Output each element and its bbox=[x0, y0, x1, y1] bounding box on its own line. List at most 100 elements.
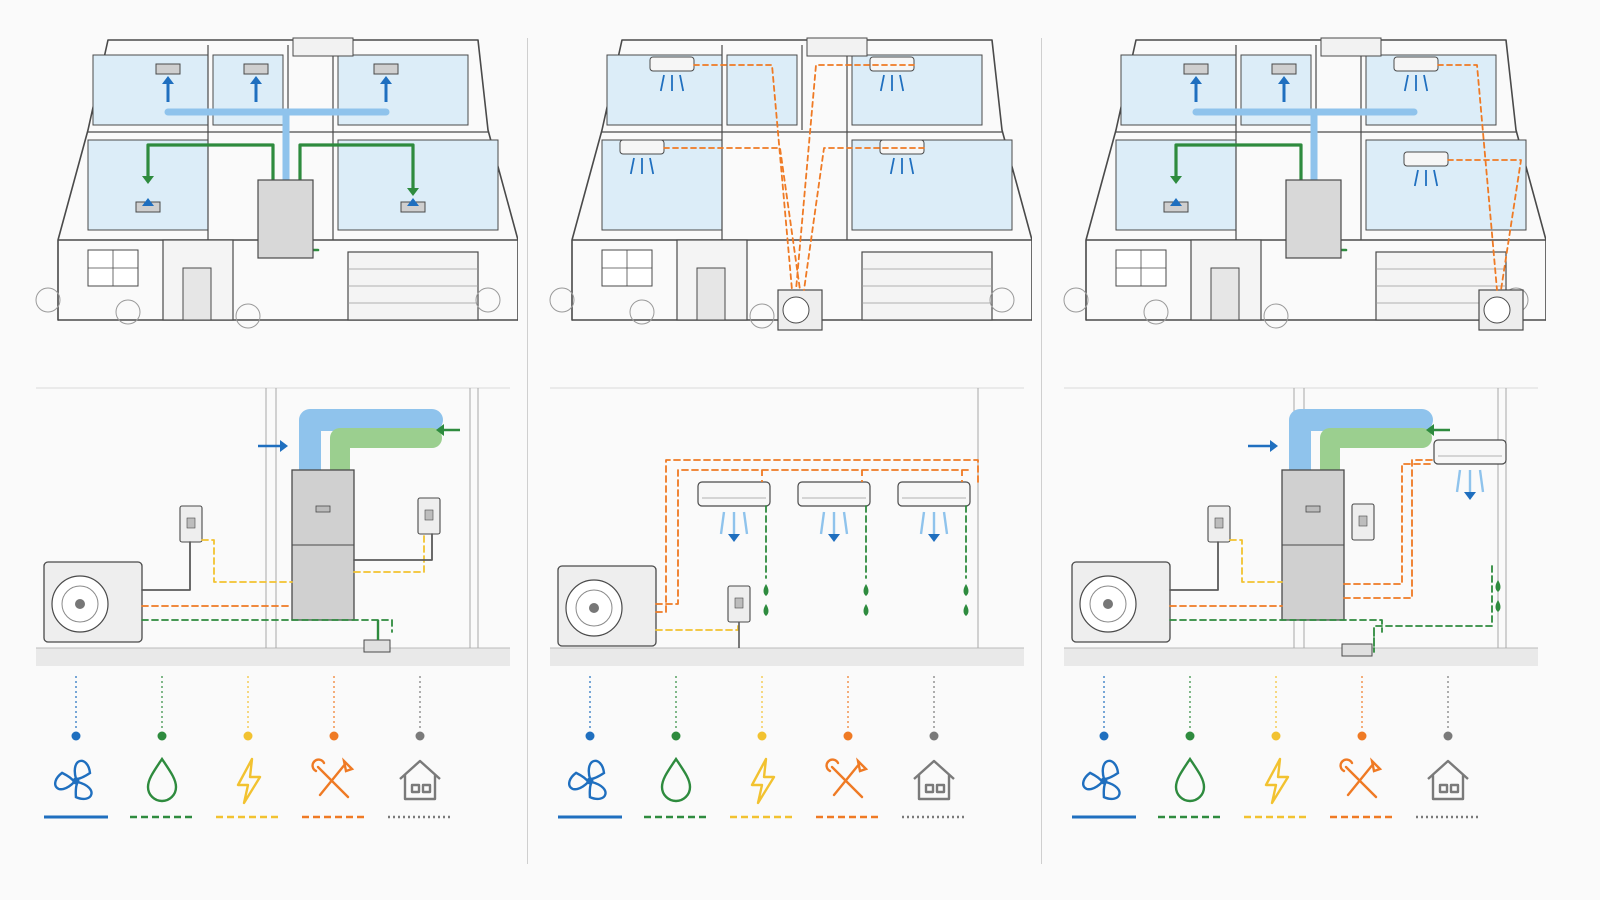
condenser-fan-grille bbox=[782, 296, 810, 324]
refrigerant-line bbox=[655, 469, 969, 605]
condensate-line bbox=[1373, 565, 1493, 653]
refrigerant-line bbox=[1447, 159, 1522, 291]
cool-air-stream bbox=[742, 511, 749, 535]
return-duct bbox=[146, 143, 275, 184]
panel-ducted-system bbox=[18, 0, 518, 900]
power-supply-wire bbox=[655, 621, 739, 631]
legend bbox=[44, 676, 452, 819]
legend-dot bbox=[843, 731, 853, 741]
refrigerant-line bbox=[1437, 64, 1498, 291]
disconnect-handle bbox=[186, 517, 196, 529]
shrub bbox=[549, 287, 575, 313]
panel-ductless-system bbox=[532, 0, 1032, 900]
shrub bbox=[475, 287, 501, 313]
supply-arrow bbox=[380, 76, 392, 84]
supply-intake-arrow bbox=[280, 440, 288, 452]
supply-arrow bbox=[250, 76, 262, 84]
legend-item bbox=[388, 676, 452, 819]
cool-air-stream bbox=[649, 157, 655, 175]
supply-duct bbox=[299, 409, 443, 481]
cool-air-stream bbox=[919, 511, 926, 535]
cool-air-stream bbox=[659, 74, 665, 92]
legend-item bbox=[1330, 676, 1394, 819]
furnace-label-plate bbox=[1305, 505, 1321, 513]
ceiling-vent bbox=[373, 63, 399, 75]
legend-dot bbox=[1443, 731, 1453, 741]
wall-mounted-head-unit bbox=[1403, 151, 1449, 167]
legend-dot bbox=[329, 731, 339, 741]
refrigerant-line bbox=[795, 64, 915, 291]
cool-air-stream bbox=[1455, 469, 1462, 493]
ceiling-vent bbox=[155, 63, 181, 75]
lightning-bolt-icon bbox=[236, 757, 262, 805]
condenser-fan-hub bbox=[589, 603, 599, 613]
ductless-system-illustration bbox=[549, 37, 1032, 819]
fan-icon bbox=[1082, 759, 1121, 800]
fan-icon bbox=[568, 759, 607, 800]
cool-air-stream bbox=[1433, 169, 1439, 187]
wall-mounted-head-unit bbox=[697, 481, 771, 507]
water-drop-icon bbox=[660, 756, 692, 803]
wrench-screwdriver-icon bbox=[1339, 757, 1383, 799]
legend-item bbox=[1072, 676, 1136, 819]
legend-item bbox=[1416, 676, 1480, 819]
room-floor bbox=[337, 139, 499, 231]
house-illustration bbox=[1063, 37, 1546, 331]
condenser-fan-ring bbox=[575, 589, 613, 627]
mechanical-illustration bbox=[550, 387, 1024, 666]
cool-air-stream bbox=[842, 511, 849, 535]
house-icon bbox=[913, 759, 955, 801]
legend-dot bbox=[1185, 731, 1195, 741]
power-cable bbox=[141, 541, 191, 591]
legend-item bbox=[558, 676, 622, 819]
disconnect-handle bbox=[734, 597, 744, 609]
wall-mounted-head-unit bbox=[879, 139, 925, 155]
condensate-drip bbox=[863, 604, 869, 616]
return-arrow bbox=[407, 188, 419, 196]
air-handler-unit bbox=[1285, 179, 1342, 259]
wall-mounted-head-unit bbox=[649, 56, 695, 72]
cool-air-stream bbox=[679, 74, 685, 92]
wall-mounted-head-unit bbox=[1433, 439, 1507, 465]
legend bbox=[558, 676, 966, 819]
panel-divider bbox=[527, 38, 528, 864]
legend-dot bbox=[757, 731, 767, 741]
supply-arrow bbox=[1278, 76, 1290, 84]
legend-item bbox=[1158, 676, 1222, 819]
refrigerant-line bbox=[1343, 459, 1435, 599]
front-door bbox=[1210, 267, 1240, 321]
wrench-screwdriver-icon bbox=[311, 757, 355, 799]
return-duct bbox=[1174, 143, 1303, 184]
cool-air-arrow bbox=[1464, 492, 1476, 500]
legend-dot bbox=[71, 731, 81, 741]
shrub bbox=[989, 287, 1015, 313]
cool-air-stream bbox=[819, 511, 826, 535]
legend-dot bbox=[1271, 731, 1281, 741]
low-voltage-control-wire bbox=[353, 533, 425, 573]
condensate-pump bbox=[363, 639, 391, 653]
legend-dot bbox=[671, 731, 681, 741]
shrub bbox=[749, 303, 775, 329]
condenser-fan-grille bbox=[1483, 296, 1511, 324]
house-illustration bbox=[549, 37, 1032, 331]
cool-air-stream bbox=[1403, 74, 1409, 92]
water-drop-icon bbox=[146, 756, 178, 803]
legend-item bbox=[130, 676, 194, 819]
supply-duct bbox=[1289, 409, 1433, 481]
airflow-layer bbox=[135, 63, 426, 256]
legend-dot bbox=[1357, 731, 1367, 741]
legend-dot bbox=[1099, 731, 1109, 741]
floor-slab bbox=[550, 648, 1024, 666]
legend-item bbox=[730, 676, 794, 819]
supply-arrow bbox=[1190, 76, 1202, 84]
return-intake-arrow bbox=[436, 424, 444, 436]
return-duct bbox=[330, 428, 442, 480]
legend-item bbox=[1244, 676, 1308, 819]
supply-intake-arrow bbox=[1270, 440, 1278, 452]
hybrid-system-illustration bbox=[1063, 37, 1546, 819]
supply-arrow bbox=[407, 198, 419, 206]
cool-air-stream bbox=[899, 74, 905, 92]
lightning-bolt-icon bbox=[1264, 757, 1290, 805]
condensate-pump bbox=[1341, 643, 1373, 657]
